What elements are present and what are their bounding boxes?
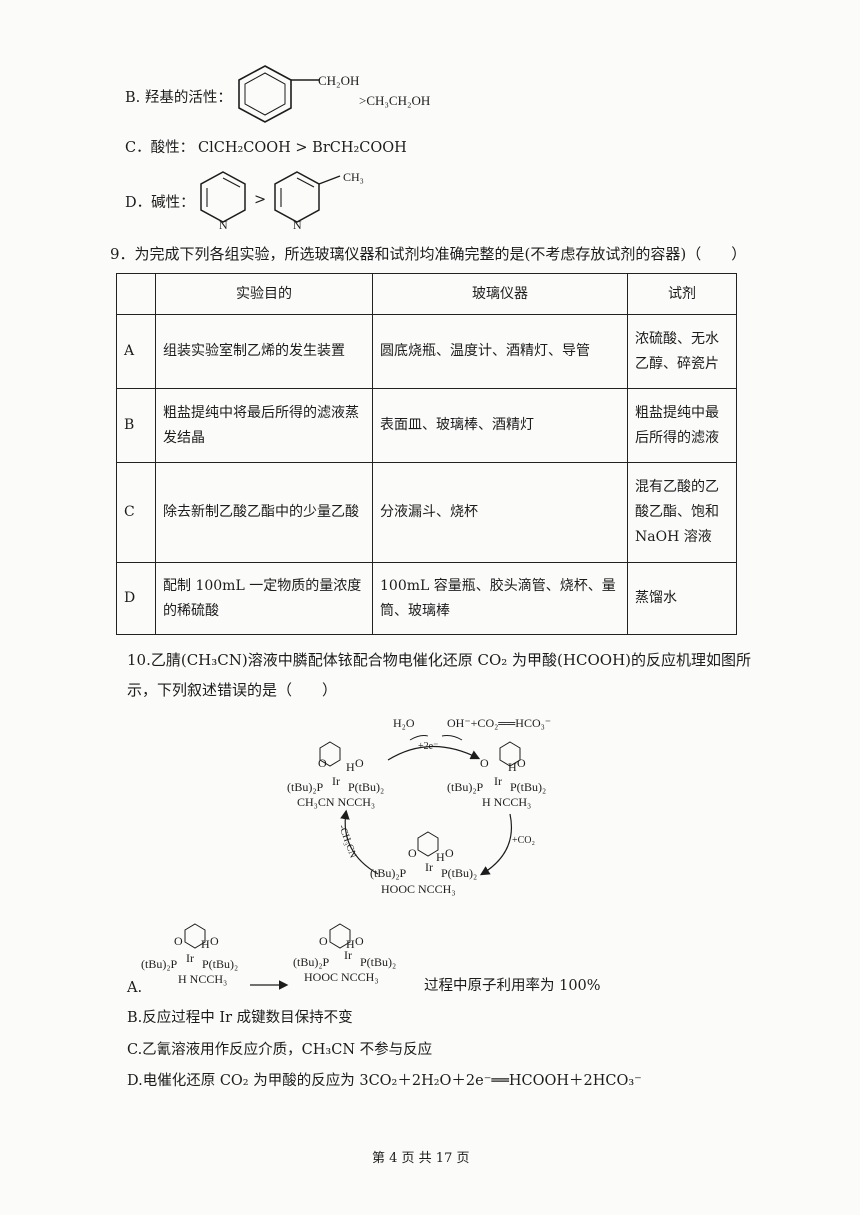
- a-left-o2: O: [210, 934, 219, 948]
- page-footer: 第 4 页 共 17 页: [372, 1151, 470, 1166]
- complex3-o-right: O: [445, 846, 454, 860]
- pyridine-n-right: N: [293, 218, 302, 232]
- complex1-o-right: O: [355, 756, 364, 770]
- complex1-ir: Ir: [332, 774, 340, 788]
- row-option: A: [116, 314, 156, 389]
- complex3-ptbu-right: P(tBu)₂: [441, 866, 478, 880]
- a-left-o1: O: [174, 934, 183, 948]
- a-left-h: H: [201, 937, 210, 951]
- table-row: B 粗盐提纯中将最后所得的滤液蒸发结晶 表面皿、玻璃棒、酒精灯 粗盐提纯中最后所…: [116, 388, 737, 463]
- hydroxide-co2-label: OH⁻+CO₂══HCO₃⁻: [447, 716, 552, 730]
- option-c-text: ClCH₂COOH > BrCH₂COOH: [198, 140, 407, 156]
- a-left-ir: Ir: [186, 951, 194, 965]
- water-label: H₂O: [393, 716, 415, 730]
- a-left-bottom: H NCCH₃: [178, 972, 228, 986]
- option-a-structures: [184, 923, 351, 990]
- row-glassware: 圆底烧瓶、温度计、酒精灯、导管: [372, 314, 628, 389]
- complex2-h: H: [508, 760, 517, 774]
- header-purpose: 实验目的: [155, 273, 373, 315]
- header-cell-blank: [116, 273, 156, 315]
- a-right-o1: O: [319, 934, 328, 948]
- a-right-ptbu-l: (tBu)₂P: [293, 955, 330, 969]
- a-right-h: H: [346, 937, 355, 951]
- plus-2e-label: +2e⁻: [418, 741, 439, 752]
- option-a-text: 过程中原子利用率为 100%: [424, 978, 601, 994]
- row-reagent: 混有乙酸的乙酸乙酯、饱和NaOH 溶液: [627, 462, 737, 563]
- option-c-label: C．酸性：: [125, 140, 195, 156]
- row-option: C: [116, 462, 156, 563]
- complex2-ptbu-left: (tBu)₂P: [447, 780, 484, 794]
- complex2-o-right: O: [517, 756, 526, 770]
- option-c-text: C.乙氰溶液用作反应介质，CH₃CN 不参与反应: [127, 1042, 433, 1058]
- b-ethanol-text: >CH₃CH₂OH: [359, 93, 431, 108]
- a-right-ptbu-r: P(tBu)₂: [360, 955, 397, 969]
- complex2-ptbu-right: P(tBu)₂: [510, 780, 547, 794]
- a-right-o2: O: [355, 934, 364, 948]
- plus-co2-label: +CO₂: [512, 835, 536, 846]
- row-reagent: 浓硫酸、无水乙醇、碎瓷片: [627, 314, 737, 389]
- complex2-ir: Ir: [494, 774, 502, 788]
- complex3-h: H: [436, 850, 445, 864]
- complex1-o-left: O: [318, 756, 327, 770]
- pyridine-structures: [200, 171, 341, 223]
- option-d-text: D.电催化还原 CO₂ 为甲酸的反应为 3CO₂＋2H₂O＋2e⁻══HCOOH…: [127, 1073, 642, 1089]
- greater-than: >: [254, 192, 267, 208]
- option-a-label: A.: [127, 980, 143, 996]
- row-reagent: 粗盐提纯中最后所得的滤液: [627, 388, 737, 463]
- a-right-bottom: HOOC NCCH₃: [304, 970, 379, 984]
- question-10-stem-line1: 10.乙腈(CH₃CN)溶液中膦配体铱配合物电催化还原 CO₂ 为甲酸(HCOO…: [127, 651, 751, 669]
- table-header-row: 实验目的 玻璃仪器 试剂: [116, 273, 737, 315]
- a-left-ptbu-l: (tBu)₂P: [141, 957, 178, 971]
- row-purpose: 粗盐提纯中将最后所得的滤液蒸发结晶: [155, 388, 373, 463]
- row-glassware: 表面皿、玻璃棒、酒精灯: [372, 388, 628, 463]
- header-reagent: 试剂: [627, 273, 737, 315]
- table-row: D 配制 100mL 一定物质的量浓度的稀硫酸 100mL 容量瓶、胶头滴管、烧…: [116, 562, 737, 635]
- benzene-ring-b: [238, 65, 319, 123]
- complex1-ptbu-right: P(tBu)₂: [348, 780, 385, 794]
- complex3-ir: Ir: [425, 860, 433, 874]
- option-b-label: B. 羟基的活性：: [125, 90, 232, 106]
- b-ch2oh-text: CH₂OH: [318, 73, 360, 88]
- table-row: C 除去新制乙酸乙酯中的少量乙酸 分液漏斗、烧杯 混有乙酸的乙酸乙酯、饱和NaO…: [116, 462, 737, 563]
- row-purpose: 配制 100mL 一定物质的量浓度的稀硫酸: [155, 562, 373, 635]
- a-left-ptbu-r: P(tBu)₂: [202, 957, 239, 971]
- complex1-ptbu-left: (tBu)₂P: [287, 780, 324, 794]
- row-reagent: 蒸馏水: [627, 562, 737, 635]
- row-option: D: [116, 562, 156, 635]
- catalytic-cycle-diagram: [319, 735, 521, 876]
- question-9-stem: 9．为完成下列各组实验，所选玻璃仪器和试剂均准确完整的是(不考虑存放试剂的容器)…: [110, 245, 747, 263]
- table-row: A 组装实验室制乙烯的发生装置 圆底烧瓶、温度计、酒精灯、导管 浓硫酸、无水乙醇…: [116, 314, 737, 389]
- complex1-h: H: [346, 760, 355, 774]
- complex3-o-left: O: [408, 846, 417, 860]
- complex3-ptbu-left: (tBu)₂P: [370, 866, 407, 880]
- complex1-bottom: CH₃CN NCCH₃: [297, 795, 376, 809]
- question-10-stem-line2: 示，下列叙述错误的是（ ）: [127, 681, 338, 699]
- row-purpose: 除去新制乙酸乙酯中的少量乙酸: [155, 462, 373, 563]
- complex2-bottom: H NCCH₃: [482, 795, 532, 809]
- header-glassware: 玻璃仪器: [372, 273, 628, 315]
- experiment-table: 实验目的 玻璃仪器 试剂 A 组装实验室制乙烯的发生装置 圆底烧瓶、温度计、酒精…: [116, 273, 737, 635]
- complex2-o-left: O: [480, 756, 489, 770]
- option-b-text: B.反应过程中 Ir 成键数目保持不变: [127, 1010, 353, 1026]
- row-option: B: [116, 388, 156, 463]
- a-right-ir: Ir: [344, 948, 352, 962]
- option-d-label: D．碱性：: [125, 195, 195, 211]
- complex3-bottom: HOOC NCCH₃: [381, 882, 456, 896]
- pyridine-n-left: N: [219, 218, 228, 232]
- row-glassware: 分液漏斗、烧杯: [372, 462, 628, 563]
- row-purpose: 组装实验室制乙烯的发生装置: [155, 314, 373, 389]
- methyl-label: CH₃: [343, 170, 364, 184]
- row-glassware: 100mL 容量瓶、胶头滴管、烧杯、量筒、玻璃棒: [372, 562, 628, 635]
